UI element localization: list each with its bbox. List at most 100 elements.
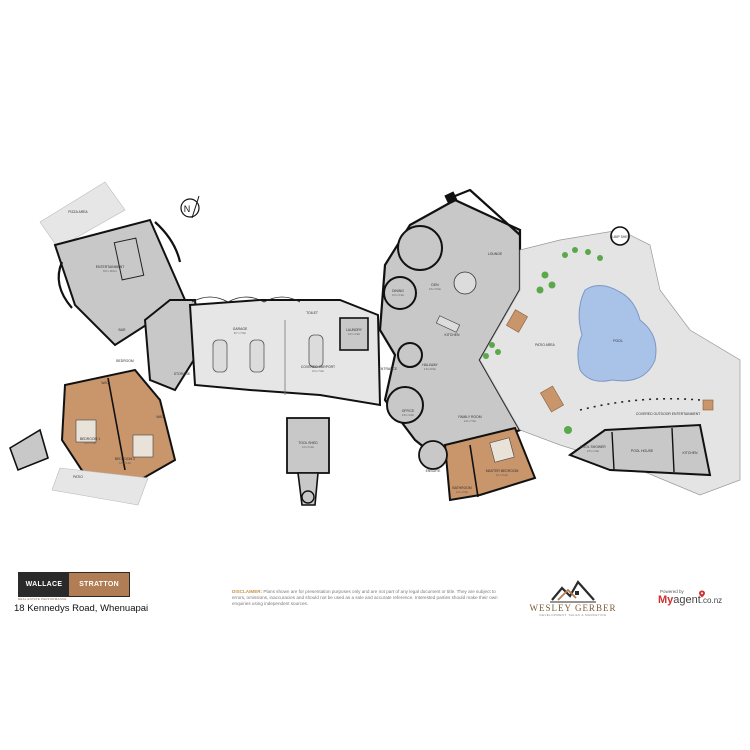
wallace-stratton-logo: WALLACE STRATTON: [18, 572, 130, 597]
garden-plants: [483, 247, 603, 434]
tool-shed: [286, 417, 330, 474]
pool-house: [567, 423, 712, 477]
disclaimer-text: Plans shown are for presentation purpose…: [232, 589, 498, 606]
brand-right: STRATTON: [69, 573, 129, 596]
den-round: [383, 276, 417, 310]
outdoor-tables: [506, 309, 714, 413]
south-patio: [51, 467, 149, 506]
room-label-den: DEN: [431, 283, 439, 287]
room-label-entrance: ENTRANCE: [379, 367, 398, 371]
room-dim-bathroom: 2.0 x 2.6m: [456, 490, 468, 494]
room-label-master: MASTER BEDROOM: [486, 469, 519, 473]
room-dim-hallway: 1.8 x 8.5m: [424, 367, 436, 371]
room-label-lounge: LOUNGE: [488, 252, 503, 256]
room-label-pizza: PIZZA AREA: [68, 210, 88, 214]
wesley-gerber-house-icon: [550, 580, 596, 603]
room-dim-family-room: 4.9 x 7.5m: [464, 419, 476, 423]
room-label-tool-shed: TOOL SHED: [298, 441, 318, 445]
wesley-gerber-tagline: DEVELOPMENT, SALES & MARKETING: [539, 613, 607, 617]
room-label-patio: PATIO: [73, 475, 83, 479]
kitchen-island: [435, 315, 461, 333]
room-dim-den: 4.5 x 5.5m: [429, 287, 441, 291]
tool-shed-round: [301, 490, 315, 504]
bed-2: [132, 434, 154, 458]
location-pin-icon: [699, 590, 705, 598]
room-label-bedroom1: BEDROOM 1: [80, 437, 100, 441]
office-round: [386, 386, 424, 424]
room-label-family-room: FAMILY ROOM: [458, 415, 481, 419]
curved-wall-north: [154, 221, 182, 263]
room-label-patio-area: PATIO AREA: [535, 343, 555, 347]
room-label-wic2: W/IC: [156, 415, 164, 419]
pool-house-divider-1: [611, 431, 615, 471]
room-label-bar: BAR: [119, 328, 127, 332]
cars: [212, 334, 324, 373]
master-bed: [489, 437, 515, 463]
room-dim-pool-shower: 2.5 x 1.5m: [587, 449, 599, 453]
room-dim-bedroom1: 4.4 x 4.4m: [84, 441, 96, 445]
pool: [577, 285, 657, 382]
laundry-room: [339, 317, 369, 351]
lounge-wall: [449, 188, 521, 236]
bedroom-divider: [107, 377, 126, 471]
room-label-bedroom2: BEDROOM 2: [115, 457, 135, 461]
room-dim-bedroom2: 4.6 x 4.4m: [119, 461, 131, 465]
disclaimer-heading: DISCLAIMER:: [232, 589, 263, 594]
pool-table: [113, 237, 145, 281]
room-label-covered-carport: COVERED CARPORT: [301, 365, 335, 369]
room-label-kitchen: KITCHEN: [445, 333, 460, 337]
myagent-my: My: [658, 594, 674, 606]
room-dim-office: 2.8 x 4.0m: [402, 413, 414, 417]
room-label-entertainment: ENTERTAINMENT: [96, 265, 125, 269]
disclaimer: DISCLAIMER: Plans shown are for presenta…: [232, 589, 502, 607]
bed-1: [75, 419, 97, 443]
room-label-storage: STORAGE: [174, 372, 191, 376]
curved-wall-west: [57, 261, 73, 309]
pizza-deck: [39, 181, 126, 249]
property-address: 18 Kennedys Road, Whenuapai: [14, 603, 149, 614]
room-label-kitchen2: KITCHEN: [683, 451, 698, 455]
pump-shed: [610, 226, 630, 246]
room-label-dining: DINING: [392, 289, 404, 293]
room-dim-entertainment: 8.0 x 10.1m: [103, 269, 117, 273]
master-divider: [469, 444, 479, 498]
dining-table: [453, 271, 477, 295]
room-label-toilet: TOILET: [306, 311, 318, 315]
myagent-suffix: .co.nz: [700, 596, 723, 605]
powered-by-label: Powered by: [660, 589, 684, 594]
wesley-gerber-name: WESLEY GERBER: [529, 603, 617, 613]
room-dim-covered-carport: 3.3 x 7.0m: [312, 369, 324, 373]
room-label-bathroom: BATHROOM: [452, 486, 472, 490]
room-label-wic1: W/IC: [101, 381, 109, 385]
room-label-pump-shed: PUMP SHED: [610, 235, 631, 239]
ensuite-round: [418, 440, 448, 470]
room-dim-laundry: 3.2 x 3.3m: [348, 332, 360, 336]
room-label-hallway: HALLWAY: [422, 363, 438, 367]
master-wing: [443, 426, 537, 502]
room-dim-tool-shed: 4.3 x 6.4m: [302, 445, 314, 449]
outbuilding: [9, 428, 49, 472]
compass-letter: N: [184, 204, 191, 214]
brand-left: WALLACE: [19, 573, 69, 596]
room-label-bedroom: BEDROOM: [116, 359, 134, 363]
myagent-agent: agent: [673, 594, 701, 606]
room-label-covered-outdoor: COVERED OUTDOOR ENTERTAINMENT: [636, 412, 701, 416]
room-label-laundry: LAUNDRY: [346, 328, 363, 332]
compass: N: [180, 195, 200, 219]
room-label-office: OFFICE: [402, 409, 415, 413]
lounge-dark-wall: [444, 191, 458, 205]
brand-tagline: REAL ESTATE PERFORMANCE: [18, 597, 67, 601]
myagent-logo: Myagent.co.nz: [658, 594, 722, 606]
room-label-pool: POOL: [613, 339, 623, 343]
room-labels: PIZZA AREA ENTERTAINMENT 8.0 x 10.1m BAR…: [68, 210, 700, 494]
garage-arches: [191, 296, 301, 303]
room-label-pool-house: POOL HOUSE: [631, 449, 654, 453]
room-dim-master: 4.1 x 5.2m: [496, 473, 508, 477]
pool-house-divider-2: [671, 427, 675, 473]
dining-round: [397, 225, 443, 271]
room-dim-garage: 8.7 x 7.6m: [234, 331, 246, 335]
room-label-pool-shower: POOL SHOWER: [580, 445, 606, 449]
floor-plan: N PIZZA AREA ENTERTAINMENT 8.0 x 10.1m B…: [9, 181, 741, 506]
stair-round: [397, 342, 423, 368]
room-label-garage: GARAGE: [233, 327, 248, 331]
